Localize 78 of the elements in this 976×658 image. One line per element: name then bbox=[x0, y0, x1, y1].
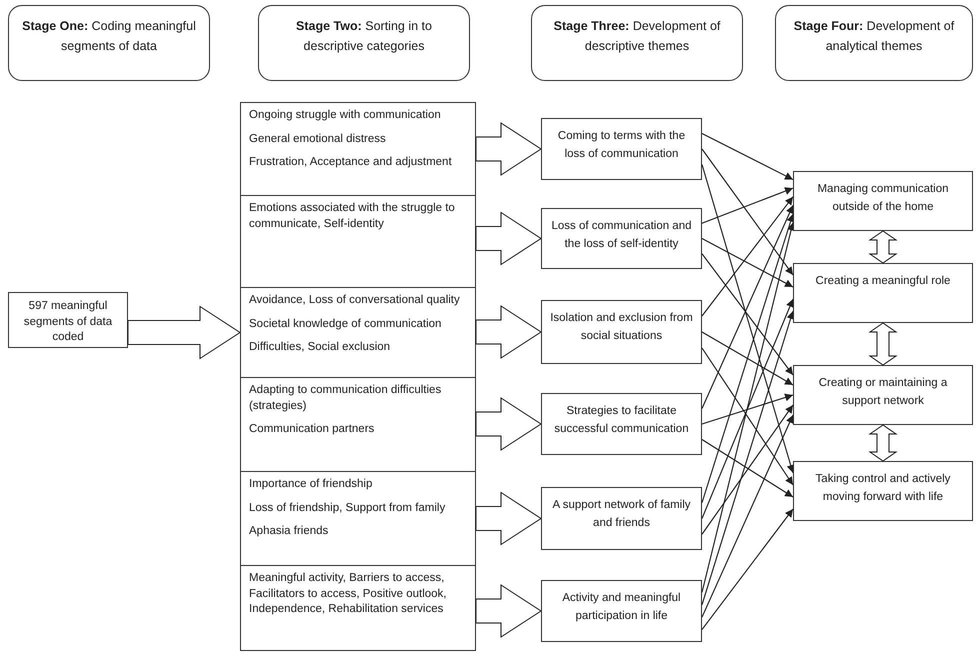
block-arrow bbox=[476, 212, 542, 266]
arrow bbox=[702, 238, 794, 288]
category-text: Aphasia friends bbox=[249, 524, 328, 540]
category-box bbox=[240, 102, 476, 196]
stage-title: Stage Two: Sorting in to descriptive categories bbox=[295, 18, 433, 55]
arrow bbox=[702, 187, 794, 224]
stage-title: Stage Three: Development of descriptive themes bbox=[552, 18, 722, 55]
category-text: General emotional distress bbox=[249, 132, 386, 147]
theme-box bbox=[541, 118, 702, 180]
stage-title: Stage One: Coding meaningful segments of data bbox=[21, 18, 197, 55]
arrow bbox=[702, 253, 794, 376]
block-arrow bbox=[476, 584, 542, 638]
theme-box bbox=[541, 208, 702, 269]
analytical-theme-text: Taking control and actively moving forward with life bbox=[814, 472, 952, 506]
category-text: Emotions associated with the struggle to communicate, Self-identity bbox=[249, 201, 456, 232]
analytical-theme-text: Creating a meaningful role bbox=[816, 274, 950, 289]
analytical-theme-box bbox=[793, 263, 973, 323]
arrow bbox=[701, 164, 795, 474]
category-text: Communication partners bbox=[249, 422, 374, 438]
category-box bbox=[240, 565, 476, 651]
stage-title: Stage Four: Development of analytical themes bbox=[792, 18, 956, 55]
arrow bbox=[702, 439, 794, 498]
arrow bbox=[701, 222, 795, 593]
stage-header-box bbox=[775, 5, 973, 81]
analytical-theme-text: Managing communication outside of the home bbox=[816, 182, 950, 216]
arrow bbox=[702, 508, 794, 630]
block-arrow bbox=[128, 306, 241, 360]
block-arrow bbox=[868, 322, 898, 366]
category-text: Loss of friendship, Support from family bbox=[249, 500, 446, 516]
category-box bbox=[240, 287, 476, 378]
analytical-theme-box bbox=[793, 461, 973, 521]
stage-header-box bbox=[531, 5, 743, 81]
stage-header-box bbox=[258, 5, 470, 81]
arrow bbox=[702, 394, 794, 425]
theme-box bbox=[541, 300, 702, 364]
theme-text: Activity and meaningful participation in life bbox=[561, 591, 682, 624]
category-text: Meaningful activity, Barriers to access, Facilitators to access, Positive outlook, Independence, Rehabilitation services bbox=[249, 571, 448, 618]
arrow bbox=[702, 148, 794, 276]
arrow bbox=[702, 348, 794, 486]
theme-text: Isolation and exclusion from social situations bbox=[549, 311, 694, 344]
category-box bbox=[240, 195, 476, 288]
category-text: Ongoing struggle with communication bbox=[249, 108, 441, 123]
analytical-theme-box bbox=[793, 365, 973, 425]
block-arrow bbox=[476, 305, 542, 359]
block-arrow bbox=[476, 492, 542, 546]
category-text: Societal knowledge of communication bbox=[249, 316, 442, 332]
stage-header-box bbox=[8, 5, 210, 81]
block-arrow bbox=[476, 397, 542, 451]
theme-text: A support network of family and friends bbox=[551, 498, 692, 532]
arrow bbox=[702, 332, 794, 386]
theme-box bbox=[541, 580, 702, 642]
arrow bbox=[702, 404, 794, 535]
data-text: 597 meaningful segments of data coded bbox=[22, 299, 114, 346]
arrow bbox=[702, 414, 794, 618]
theme-text: Coming to terms with the loss of communication bbox=[556, 129, 686, 162]
theme-box bbox=[541, 393, 702, 455]
theme-text: Strategies to facilitate successful communication bbox=[553, 404, 690, 438]
block-arrow bbox=[476, 122, 542, 176]
category-text: Avoidance, Loss of conversational quality bbox=[249, 293, 460, 308]
arrow bbox=[702, 205, 794, 409]
analytical-theme-box bbox=[793, 171, 973, 231]
block-arrow bbox=[868, 424, 898, 462]
arrow bbox=[702, 298, 794, 519]
arrow bbox=[702, 196, 794, 316]
category-text: Difficulties, Social exclusion bbox=[249, 340, 390, 356]
arrow bbox=[702, 133, 794, 180]
category-box bbox=[240, 377, 476, 472]
category-text: Adapting to communication difficulties (strategies) bbox=[249, 383, 442, 414]
theme-text: Loss of communication and the loss of self-identity bbox=[550, 219, 692, 252]
category-text: Frustration, Acceptance and adjustment bbox=[249, 155, 452, 170]
arrow bbox=[701, 310, 794, 605]
analytical-theme-text: Creating or maintaining a support network bbox=[818, 376, 948, 410]
category-box bbox=[240, 471, 476, 566]
arrow bbox=[701, 214, 794, 503]
block-arrow bbox=[868, 230, 898, 264]
data-box bbox=[8, 292, 128, 348]
category-text: Importance of friendship bbox=[249, 477, 372, 492]
theme-box bbox=[541, 487, 702, 550]
